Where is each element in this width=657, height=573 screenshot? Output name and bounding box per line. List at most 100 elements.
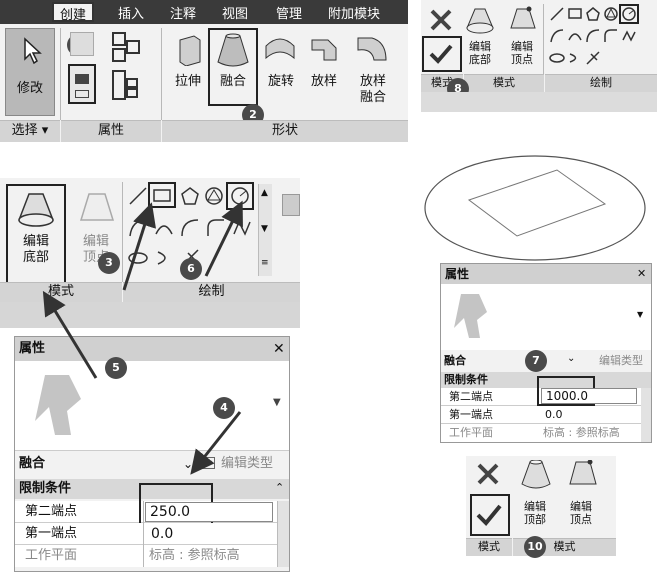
arc-center-icon-large[interactable] (154, 218, 174, 238)
polygon-icon-large[interactable] (180, 186, 200, 206)
spline-icon[interactable] (621, 28, 637, 44)
arc-center-icon[interactable] (567, 28, 583, 44)
family-dropdown-icon[interactable]: ⌄ (183, 457, 194, 471)
second-end-input-right[interactable]: 1000.0 (541, 388, 637, 404)
partial-ellipse-icon[interactable] (567, 50, 583, 66)
blend-icon[interactable] (216, 32, 250, 68)
type-selector-arrow-icon[interactable]: ▼ (273, 397, 281, 408)
finish-check-icon[interactable] (429, 42, 453, 64)
tab-insert[interactable]: 插入 (118, 7, 145, 22)
circumscribed-polygon-icon-large[interactable] (204, 186, 224, 206)
edit-top-label[interactable]: 编辑 顶部 (524, 500, 546, 526)
edit-base-icon-large[interactable] (16, 190, 56, 230)
blend-label[interactable]: 融合 (219, 74, 246, 89)
edit-type-button[interactable]: 编辑类型 (221, 456, 274, 471)
edit-vertex-label-bottom[interactable]: 编辑 顶点 (570, 500, 592, 526)
type-preview-area-right: ▼ (441, 284, 651, 350)
cancel-icon[interactable] (429, 8, 453, 32)
edit-vertex-icon[interactable] (507, 6, 537, 36)
properties-group-label: 属性 (97, 123, 124, 138)
draw-group-bar-top: 绘制 (545, 74, 657, 92)
rectangle-icon[interactable] (567, 6, 583, 22)
fillet-arc-icon-large[interactable] (206, 218, 226, 238)
ellipse-icon-large[interactable] (128, 248, 148, 268)
arc-tangent-icon-large[interactable] (180, 218, 200, 238)
line-icon-large[interactable] (128, 186, 148, 206)
circle-icon-large[interactable] (230, 186, 250, 206)
second-end-input[interactable]: 250.0 (145, 502, 273, 522)
edit-top-icon[interactable] (520, 460, 552, 492)
edit-type-button-right[interactable]: 编辑类型 (599, 354, 643, 367)
draw-label-top: 绘制 (590, 76, 612, 89)
draw-scroll-strip[interactable]: ▲ ▼ ≡ (258, 184, 272, 276)
revolve-icon[interactable] (262, 32, 298, 66)
work-plane-label-right: 工作平面 (449, 426, 493, 439)
constraints-header[interactable]: 限制条件 ⌃ (15, 479, 289, 499)
properties-scrollbar-right[interactable] (641, 388, 651, 442)
pick-lines-icon[interactable] (585, 50, 601, 66)
modify-button[interactable]: 修改 (5, 28, 55, 116)
finish-check-icon-bottom[interactable] (476, 502, 502, 526)
partial-ellipse-icon-large[interactable] (154, 248, 174, 268)
edit-base-label[interactable]: 编辑 底部 (469, 40, 491, 66)
next-tool-partial-icon (282, 194, 300, 216)
family-category-icon[interactable] (70, 32, 94, 56)
first-end-value[interactable]: 0.0 (151, 526, 174, 542)
tab-view[interactable]: 视图 (222, 7, 249, 22)
sweep-icon[interactable] (308, 32, 342, 66)
extrusion-icon[interactable] (174, 32, 204, 66)
tab-create[interactable]: 创建 (52, 2, 95, 23)
work-plane-label: 工作平面 (25, 548, 78, 563)
family-dropdown-icon-right[interactable]: ⌄ (567, 353, 576, 364)
fillet-arc-icon[interactable] (603, 28, 619, 44)
work-plane-row-right: 工作平面 标高 : 参照标高 (441, 424, 651, 442)
cancel-icon-bottom[interactable] (476, 462, 500, 486)
ribbon-divider-1 (60, 28, 61, 120)
extrusion-label[interactable]: 拉伸 (174, 74, 201, 89)
circle-icon[interactable] (621, 6, 637, 22)
family-types-icon[interactable] (68, 64, 96, 104)
properties-scrollbar[interactable] (277, 501, 289, 567)
edit-base-icon[interactable] (465, 6, 495, 36)
line-icon[interactable] (549, 6, 565, 22)
select-label[interactable]: 选择 ▾ (11, 123, 49, 138)
close-icon[interactable]: ✕ (273, 341, 285, 357)
revolve-label[interactable]: 旋转 (267, 74, 294, 89)
properties-column-divider (143, 501, 144, 567)
type-properties-icon[interactable] (112, 32, 140, 62)
spline-icon-large[interactable] (232, 218, 252, 238)
swept-blend-label[interactable]: 放样 融合 (359, 74, 386, 105)
sweep-label[interactable]: 放样 (310, 74, 337, 89)
swept-blend-icon[interactable] (354, 32, 390, 66)
family-selector-row-right[interactable]: 融合 ⌄ 编辑类型 (441, 352, 651, 370)
tab-addins[interactable]: 附加模块 (328, 7, 381, 22)
edit-vertex-icon-bottom[interactable] (566, 460, 598, 492)
arc-tangent-icon[interactable] (585, 28, 601, 44)
polygon-icon[interactable] (585, 6, 601, 22)
collapse-icon[interactable]: ⌃ (275, 481, 285, 494)
edit-vertex-label[interactable]: 编辑 顶点 (511, 40, 533, 66)
first-end-row-right: 第一端点 0.0 (441, 406, 651, 424)
tab-annotate[interactable]: 注释 (170, 7, 197, 22)
arc-start-end-icon-large[interactable] (128, 218, 148, 238)
family-selector-row[interactable]: 融合 ⌄ 编辑类型 (15, 453, 289, 475)
circumscribed-polygon-icon[interactable] (603, 6, 619, 22)
rectangle-icon-large[interactable] (152, 186, 172, 206)
family-params-icon[interactable] (112, 70, 140, 100)
ellipse-icon[interactable] (549, 50, 565, 66)
callout-3: 3 (98, 252, 120, 274)
first-end-value-right[interactable]: 0.0 (545, 408, 563, 421)
mode-group-bar-bottom-1: 模式 (466, 538, 512, 556)
select-group-bar[interactable]: 选择 ▾ (0, 120, 60, 142)
tab-manage[interactable]: 管理 (276, 7, 303, 22)
edit-base-label-large[interactable]: 编辑 底部 (22, 234, 49, 265)
type-selector-arrow-icon-right[interactable]: ▼ (637, 310, 644, 319)
callout-10: 10 (524, 536, 546, 558)
edit-type-icon[interactable] (201, 457, 215, 469)
arc-start-end-icon[interactable] (549, 28, 565, 44)
finish-highlight-bottom (470, 494, 510, 536)
properties-title-bar-right: 属性 (441, 264, 651, 284)
second-end-label: 第二端点 (25, 504, 78, 519)
close-icon-right[interactable]: ✕ (637, 267, 647, 280)
constraints-header-right[interactable]: 限制条件 (441, 372, 651, 388)
